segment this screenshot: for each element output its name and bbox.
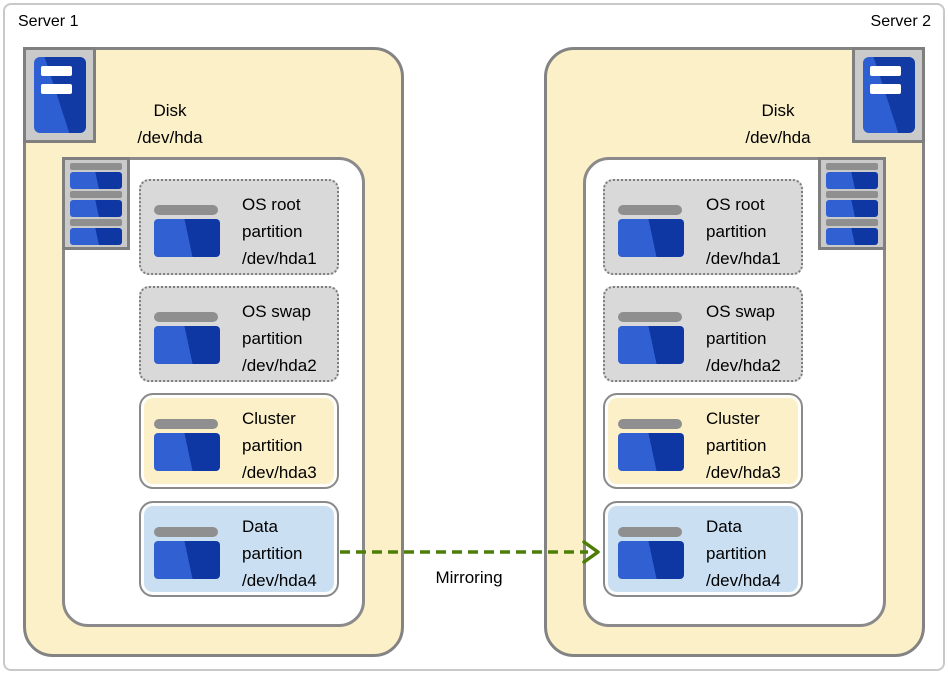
- server-1-disk-label: Disk /dev/hda: [90, 97, 250, 151]
- server-1-label: Server 1: [18, 13, 79, 30]
- partition-disk-icon: [154, 312, 220, 364]
- disk-label-line1: Disk: [761, 101, 795, 120]
- partition-disk-icon: [154, 205, 220, 257]
- partition-label: Cluster partition /dev/hda3: [242, 408, 317, 482]
- partition-cluster-server1: Cluster partition /dev/hda3: [139, 393, 339, 489]
- partition-label: OS root partition /dev/hda1: [242, 194, 317, 268]
- partition-label: Cluster partition /dev/hda3: [706, 408, 781, 482]
- partition-data-server2: Data partition /dev/hda4: [603, 501, 803, 597]
- outer-border: [3, 3, 945, 671]
- server-tower-body-icon: [34, 57, 86, 133]
- partition-disk-icon: [618, 205, 684, 257]
- disk-stack-icon: [818, 157, 886, 250]
- disk-label-line2: /dev/hda: [137, 128, 203, 147]
- partition-data-server1: Data partition /dev/hda4: [139, 501, 339, 597]
- disk-label-line2: /dev/hda: [745, 128, 811, 147]
- partition-label: OS swap partition /dev/hda2: [242, 301, 317, 375]
- server-tower-body-icon: [863, 57, 915, 133]
- server-2-disk-label: Disk /dev/hda: [698, 97, 858, 151]
- partition-disk-icon: [154, 419, 220, 471]
- mirroring-arrow-icon: [340, 540, 600, 564]
- partition-label: OS root partition /dev/hda1: [706, 194, 781, 268]
- mirroring-label: Mirroring: [435, 568, 503, 587]
- server-tower-icon: [852, 47, 925, 143]
- partition-os-swap-server1: OS swap partition /dev/hda2: [139, 286, 339, 382]
- disk-label-line1: Disk: [153, 101, 187, 120]
- disk-stack-icon: [62, 157, 130, 250]
- partition-label: Data partition /dev/hda4: [242, 516, 317, 590]
- partition-disk-icon: [618, 312, 684, 364]
- server-2-label: Server 2: [870, 13, 931, 30]
- partition-os-swap-server2: OS swap partition /dev/hda2: [603, 286, 803, 382]
- partition-os-root-server2: OS root partition /dev/hda1: [603, 179, 803, 275]
- partition-disk-icon: [154, 527, 220, 579]
- partition-os-root-server1: OS root partition /dev/hda1: [139, 179, 339, 275]
- partition-label: OS swap partition /dev/hda2: [706, 301, 781, 375]
- partition-cluster-server2: Cluster partition /dev/hda3: [603, 393, 803, 489]
- partition-disk-icon: [618, 419, 684, 471]
- server-tower-icon: [23, 47, 96, 143]
- partition-disk-icon: [618, 527, 684, 579]
- partition-label: Data partition /dev/hda4: [706, 516, 781, 590]
